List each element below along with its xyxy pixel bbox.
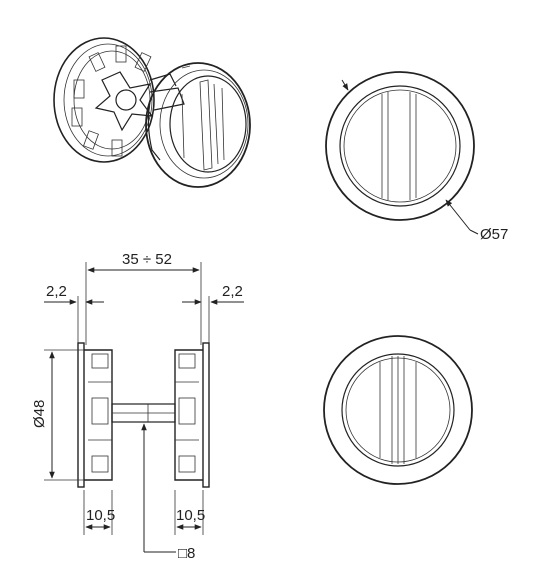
side-section-view [77,342,210,488]
dim-spindle-range [85,262,202,345]
flange-left-label: 2,2 [46,283,67,300]
isometric-view [53,37,251,188]
square-spindle-label: □8 [178,545,195,562]
dim-depth-right [174,490,204,535]
dim-square-spindle [141,423,176,553]
dim-depth-left [83,490,113,535]
diameter-ring-label: Ø57 [480,226,508,243]
front-view-ring [325,71,479,235]
dim-flange-right [182,296,244,343]
dim-flange-left [44,296,104,343]
depth-right-label: 10,5 [176,507,205,524]
back-view-ring [323,335,473,485]
diameter-body-label: Ø48 [31,400,48,428]
flange-right-label: 2,2 [222,283,243,300]
dim-diameter-body [44,349,84,481]
spindle-range-label: 35 ÷ 52 [122,251,172,268]
depth-left-label: 10,5 [86,507,115,524]
